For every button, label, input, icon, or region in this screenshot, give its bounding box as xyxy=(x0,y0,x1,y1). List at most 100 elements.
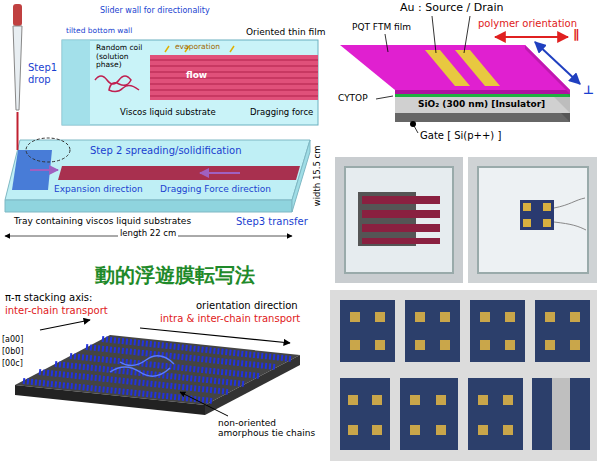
tray-part xyxy=(5,200,292,212)
photo-devices xyxy=(330,290,597,461)
photo-trays-part xyxy=(478,167,588,273)
device-schematic-part xyxy=(495,36,568,38)
device-schematic-part xyxy=(535,42,580,84)
photo-devices-part-part xyxy=(340,300,395,362)
photo-trays-part xyxy=(523,219,531,227)
inset-part xyxy=(150,55,318,100)
device-schematic-part xyxy=(395,90,570,94)
direction-label: Dragging Force direction xyxy=(160,184,271,194)
photo-devices-part-part xyxy=(410,395,420,405)
orientation-symbol: ⊥ xyxy=(583,84,594,98)
photo-trays-part xyxy=(520,200,554,230)
photo-trays-part xyxy=(523,203,531,211)
photo-trays-part xyxy=(362,196,440,204)
photo-trays-part xyxy=(362,224,440,232)
inset-part xyxy=(258,104,300,105)
device-schematic xyxy=(340,16,580,133)
photo-trays-part xyxy=(554,198,586,230)
photo-devices-part-part xyxy=(340,378,390,450)
part-name: non-oriented amorphous tie chains xyxy=(218,418,318,439)
step-label: Step 2 spreading/solidification xyxy=(90,145,242,157)
axis-label: intra & inter-chain transport xyxy=(160,313,300,325)
stacking-slab-part-part xyxy=(23,381,213,401)
tray-part xyxy=(5,140,310,200)
stacking-slab-part xyxy=(205,355,300,415)
photo-devices-part xyxy=(340,300,590,450)
photo-trays-part xyxy=(362,238,440,244)
tray-part xyxy=(26,138,70,162)
stacking-slab-part-part xyxy=(102,339,292,359)
part-name: Dragging force xyxy=(250,108,313,118)
device-schematic-part xyxy=(395,97,570,113)
photo-devices-part-part xyxy=(405,300,460,362)
photo-devices-part-part xyxy=(468,378,523,450)
inset xyxy=(62,40,318,125)
photo-devices-part-part xyxy=(505,312,515,322)
photo-devices-part-part xyxy=(478,425,488,435)
stacking-slab-part xyxy=(15,385,205,415)
stacking-slab-part xyxy=(23,339,292,401)
tray-part xyxy=(30,169,58,171)
device-schematic-part xyxy=(385,34,388,52)
axis-arrows-part xyxy=(40,320,90,330)
photo-devices-part-part xyxy=(375,312,385,322)
part-name: PQT FTM film xyxy=(352,22,411,32)
photo-devices-part-part xyxy=(505,340,515,350)
part-name: Au : Source / Drain xyxy=(400,2,503,15)
photo-devices-part-part xyxy=(415,312,425,322)
stacking-slab-part-part xyxy=(86,347,276,367)
photo-trays-part xyxy=(345,167,453,273)
photo-trays-part xyxy=(543,203,551,211)
part-name: polymer orientation xyxy=(478,18,577,30)
stacking-slab xyxy=(15,335,300,415)
photo-devices-part-part xyxy=(348,425,358,435)
photo-trays-part xyxy=(335,157,463,283)
photo-devices-part-part xyxy=(480,340,490,350)
axis-label: inter-chain transport xyxy=(5,305,108,317)
dropper-part xyxy=(13,4,22,26)
device-schematic-part xyxy=(455,50,500,86)
device-schematic-part xyxy=(376,96,393,99)
photo-devices-part-part xyxy=(532,378,590,450)
orientation-symbol: ∥ xyxy=(573,28,579,42)
stacking-slab-part xyxy=(110,356,174,376)
part-name: Viscos liquid substrate xyxy=(120,108,216,118)
photo-devices-part-part xyxy=(570,312,580,322)
photo-devices-part-part xyxy=(470,300,525,362)
title: 動的浮遊膜転写法 xyxy=(95,262,255,289)
stacking-slab-part-part xyxy=(39,372,229,392)
axis-arrows-part xyxy=(180,392,228,416)
photo-devices-part-part xyxy=(503,425,513,435)
step-label: Step3 transfer xyxy=(236,216,308,228)
axis-label: π-π stacking axis: xyxy=(5,292,92,304)
dropper-part xyxy=(13,26,22,110)
photo-devices-part-part xyxy=(478,395,488,405)
photo-devices-part-part xyxy=(410,425,420,435)
photo-devices-part xyxy=(348,312,580,450)
part-name: Oriented thin film xyxy=(246,27,325,37)
inset-part xyxy=(62,40,90,125)
part-name: evaporation xyxy=(175,43,220,52)
part-name: Random coil (solution phase) xyxy=(96,44,152,70)
photo-devices-part-part xyxy=(348,395,358,405)
photo-devices-part-part xyxy=(350,340,360,350)
photo-devices-part-part xyxy=(436,395,446,405)
photo-trays xyxy=(335,157,597,283)
part-name: Gate [ Si(p++) ] xyxy=(420,130,501,142)
device-schematic-part xyxy=(395,113,570,122)
device-schematic-part xyxy=(395,94,570,97)
photo-devices-part-part xyxy=(440,340,450,350)
axis-index: [0b0] xyxy=(2,347,24,356)
dimension: length 22 cm xyxy=(118,229,178,239)
photo-devices-part-part xyxy=(552,378,570,450)
dropper-part xyxy=(17,112,19,150)
photo-devices-part-part xyxy=(372,425,382,435)
device-schematic-part xyxy=(413,124,418,133)
axis-index: [a00] xyxy=(2,335,23,344)
axis-index: [00c] xyxy=(2,359,23,368)
photo-trays-part xyxy=(468,157,597,283)
part-name: CYTOP xyxy=(338,93,368,103)
axis-arrows-part xyxy=(140,328,290,343)
axis-label: orientation direction xyxy=(196,300,298,312)
